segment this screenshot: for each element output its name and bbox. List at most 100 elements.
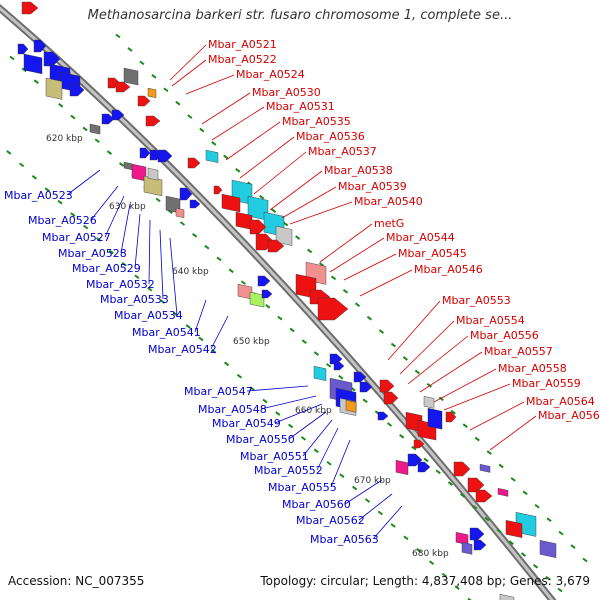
scale-tick-mark [262,398,268,404]
gene-feature-arrow [69,83,85,97]
reverse-gene-leader-line [159,229,164,300]
reverse-gene-label: Mbar_A0555 [268,481,337,494]
scale-tick-mark [403,535,409,541]
scale-tick-label: 680 kbp [412,549,449,559]
gene-block-shape [23,53,43,75]
gene-block-shape [345,399,357,413]
gene-feature-arrow [473,539,487,551]
gene-block-shape [45,77,63,100]
scale-tick-mark [545,575,551,581]
gene-feature-block [175,207,185,219]
scale-tick-mark [399,434,405,439]
scale-tick-mark [472,504,478,510]
scale-tick-mark [172,311,178,317]
reverse-gene-label: Mbar_A0523 [4,189,73,202]
scale-tick-label: 620 kbp [46,134,83,144]
forward-gene-label: Mbar_A0546 [414,263,483,276]
forward-gene-label: Mbar_A0535 [282,115,351,128]
reverse-gene-label: Mbar_A0528 [58,247,127,260]
forward-gene-leader-line [269,170,323,211]
gene-block-shape [539,540,557,558]
gene-feature-block [313,365,327,381]
scale-tick-mark [115,33,121,39]
scale-tick-mark [94,138,100,144]
scale-tick-mark [216,256,222,262]
scale-tick-mark [414,369,420,375]
forward-gene-label: Mbar_A0521 [208,38,277,51]
reverse-gene-label: Mbar_A0551 [240,450,309,463]
gene-feature-block [423,395,435,409]
gene-block-shape [427,407,443,430]
gene-feature-block [499,594,515,600]
gene-feature-arrow [383,391,399,405]
gene-feature-arrow [353,371,367,383]
scale-tick-mark [339,473,345,478]
gene-block-shape [505,520,523,538]
forward-gene-label: Mbar_A0556 [470,329,539,342]
gene-feature-arrow [189,199,201,209]
gene-feature-arrow [115,81,131,93]
gene-block-shape [175,207,185,219]
reverse-gene-label: Mbar_A0526 [28,214,97,227]
scale-tick-mark [474,436,480,442]
scale-tick-mark [450,409,456,415]
gene-block-shape [497,488,509,497]
scale-tick-mark [19,162,25,168]
gene-feature-arrow [417,461,431,473]
reverse-gene-leader-line [246,385,309,392]
scale-tick-mark [70,212,76,217]
scale-tick-mark [342,288,349,294]
scale-tick-mark [275,411,281,416]
scale-tick-mark [44,187,50,193]
scale-tick-mark [326,363,332,368]
scale-tick-mark [558,530,564,536]
scale-tick-mark [364,498,371,503]
forward-gene-label: Mbar_A0553 [442,294,511,307]
forward-gene-leader-line [443,383,511,411]
scale-tick-label: 630 kbp [109,202,146,212]
scale-tick-mark [546,517,552,522]
reverse-gene-label: Mbar_A0552 [254,464,323,477]
reverse-gene-leader-line [194,299,207,333]
scale-tick-mark [386,422,393,427]
forward-gene-leader-line [289,201,353,225]
forward-gene-leader-line [225,121,281,161]
scale-tick-mark [277,315,283,321]
scale-tick-mark [127,47,133,52]
scale-tick-mark [108,249,114,255]
scale-tick-mark [33,79,39,84]
scale-tick-mark [187,114,193,119]
scale-tick-mark [163,87,169,93]
scale-tick-mark [313,351,320,356]
scale-tick-mark [204,244,210,250]
gene-block-shape [461,542,473,555]
gene-block-shape [123,67,139,86]
scale-tick-mark [155,197,161,203]
scale-tick-mark [390,523,396,528]
forward-gene-leader-line [399,320,455,375]
gene-feature-arrow [453,461,471,477]
scale-tick-mark [58,102,64,108]
scale-tick-mark [289,327,295,333]
forward-gene-leader-line [253,151,307,195]
forward-gene-label: Mbar_A0538 [324,164,393,177]
gene-feature-arrow [469,527,485,541]
scale-tick-mark [179,221,186,226]
gene-feature-arrow [145,115,161,127]
scale-tick-mark [134,274,140,280]
scale-tick-mark [151,74,157,79]
reverse-gene-label: Mbar_A0549 [212,417,281,430]
scale-tick-mark [192,233,198,238]
reverse-gene-leader-line [169,237,178,316]
reverse-gene-label: Mbar_A0529 [72,262,141,275]
reverse-gene-label: Mbar_A0542 [148,343,217,356]
reverse-gene-leader-line [358,493,393,521]
gene-feature-block [249,291,265,308]
gene-block-shape [89,123,101,135]
scale-tick-mark [522,490,528,496]
gene-feature-block [23,53,43,75]
reverse-gene-label: Mbar_A0560 [282,498,351,511]
reverse-gene-label: Mbar_A0550 [226,433,295,446]
scale-tick-mark [498,463,504,469]
